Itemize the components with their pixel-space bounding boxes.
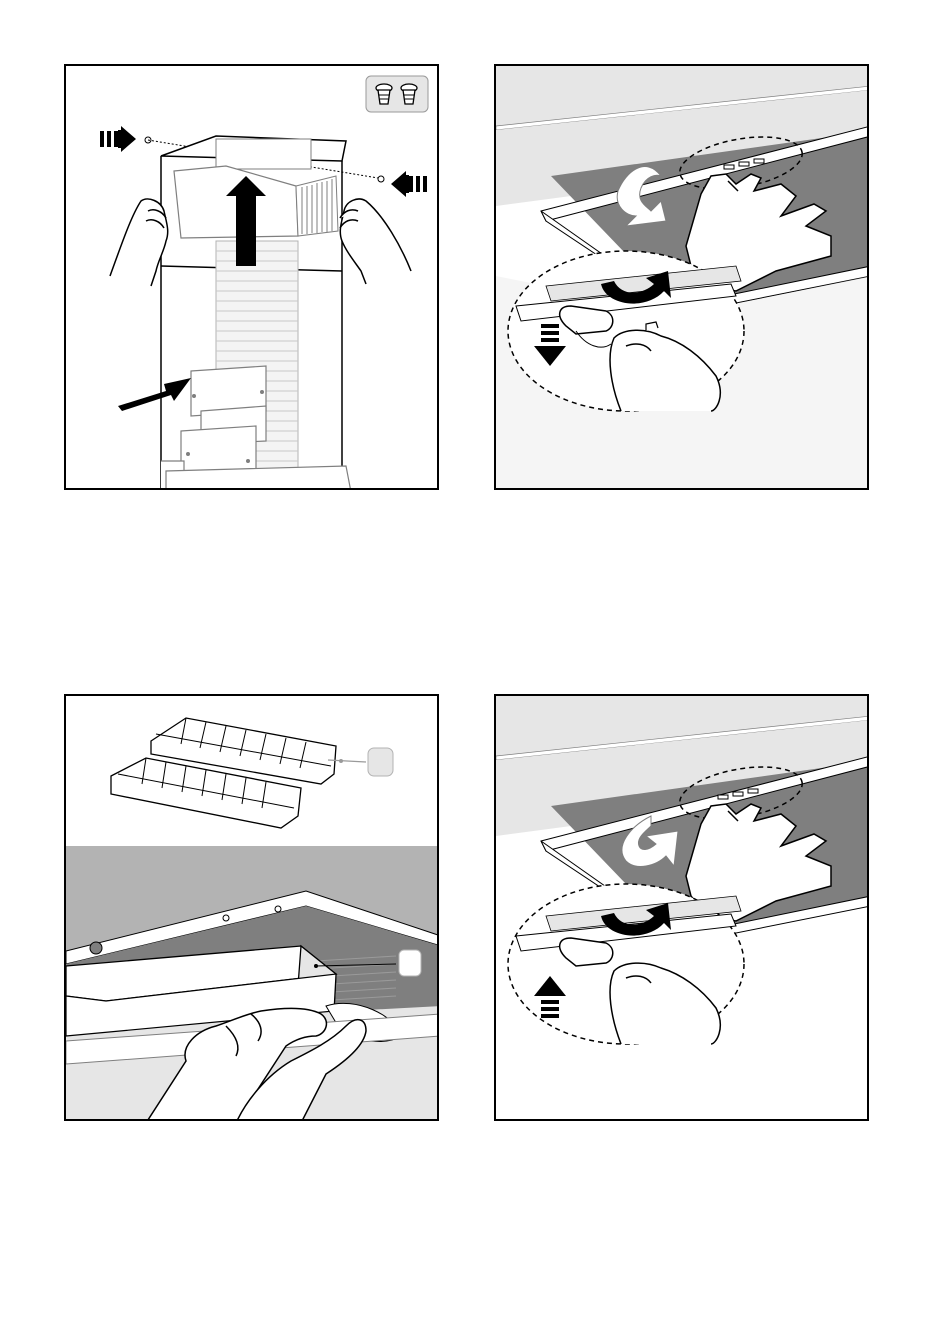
panel-chimney-installation <box>64 64 439 490</box>
filter-release-illustration <box>496 66 869 490</box>
panel-filter-release <box>494 64 869 490</box>
callout-marker-icon <box>399 950 421 976</box>
panel-carbon-filter <box>64 694 439 1121</box>
right-hand-icon <box>340 199 411 284</box>
push-arrow-icon <box>100 126 136 152</box>
push-arrow-icon <box>391 171 427 197</box>
carbon-filter-illustration <box>66 696 439 1121</box>
callout-marker-icon <box>368 748 393 776</box>
push-arrow-icon <box>118 378 191 411</box>
filter-lock-illustration <box>496 696 869 1121</box>
screw-pair-icon <box>366 76 428 112</box>
chimney-illustration <box>66 66 439 490</box>
panel-filter-lock <box>494 694 869 1121</box>
left-hand-icon <box>110 199 168 286</box>
